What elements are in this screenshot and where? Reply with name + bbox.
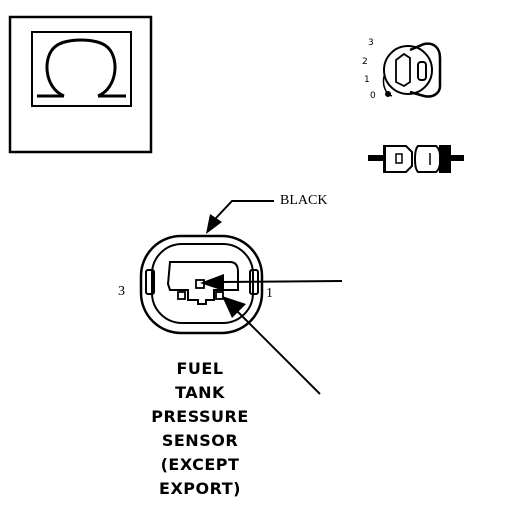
caption-line-5: (EXCEPT [160, 455, 240, 474]
probe-upper-line [217, 280, 343, 283]
connector-inner-shell [151, 243, 254, 324]
black-leader-line [215, 200, 274, 219]
key-position-1: 1 [364, 75, 370, 85]
terminal-right [215, 291, 224, 300]
component-caption: FUEL TANK PRESSURE SENSOR (EXCEPT EXPORT… [140, 357, 260, 501]
key-cylinder-slot [395, 52, 411, 88]
pin-3-label: 3 [118, 284, 125, 299]
key-position-dot [385, 91, 391, 97]
connector-outer-shell [139, 234, 264, 335]
probe-upper-arrowhead [200, 274, 224, 291]
caption-line-4: SENSOR [161, 431, 239, 450]
caption-line-2: TANK [175, 383, 225, 402]
black-leader-arrowhead [206, 214, 222, 234]
sensor-connector [139, 234, 264, 335]
ohm-icon [37, 38, 126, 98]
key-head [409, 42, 442, 98]
key-bit [417, 61, 427, 81]
ohmmeter-display [31, 31, 132, 107]
black-wire-leader [206, 200, 274, 234]
probe-lower-arrowhead [222, 296, 246, 318]
caption-line-1: FUEL [176, 359, 224, 378]
ignition-key-icon [382, 42, 442, 98]
inline-connector-icon [368, 145, 464, 173]
wire-color-label: BLACK [280, 193, 328, 208]
probe-lead-lower [222, 296, 321, 395]
key-cylinder [383, 45, 433, 95]
key-position-3: 3 [368, 38, 374, 48]
connector-left-latch [145, 269, 155, 295]
caption-line-6: EXPORT) [159, 479, 241, 498]
ohmmeter-panel [8, 15, 153, 154]
connector-left-pin [395, 153, 403, 164]
connector-right-body [414, 145, 442, 173]
ohmmeter-outer-frame [8, 15, 153, 154]
pin-1-label: 1 [266, 286, 273, 301]
probe-lead-upper [200, 274, 343, 291]
caption-line-3: PRESSURE [151, 407, 249, 426]
terminal-center [195, 279, 205, 289]
terminal-left [177, 291, 186, 300]
key-position-2: 2 [362, 57, 368, 67]
connector-right-shell [439, 145, 451, 173]
key-position-0: 0 [370, 91, 376, 101]
connector-left-body [386, 145, 413, 173]
probe-lower-line [233, 307, 321, 395]
